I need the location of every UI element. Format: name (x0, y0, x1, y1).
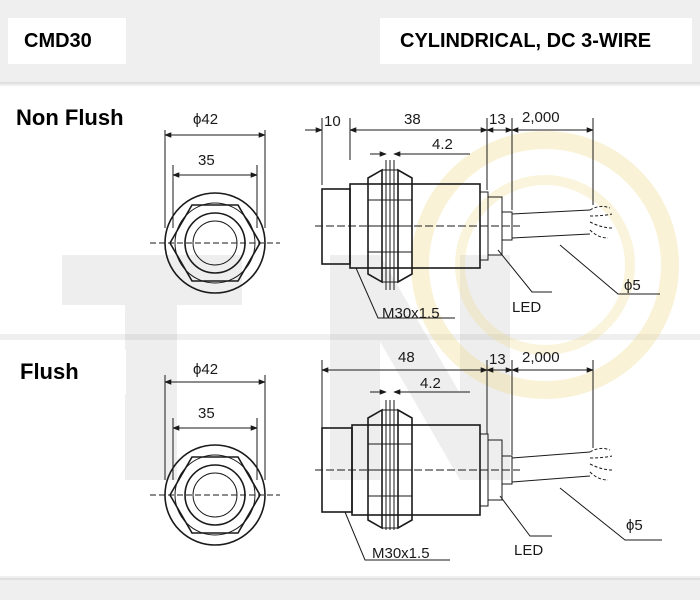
dim-inner-diameter: 35 (198, 405, 215, 422)
led-label: LED (512, 299, 541, 316)
dim-cable-length: 2,000 (522, 349, 560, 366)
dim-cable-length: 2,000 (522, 109, 560, 126)
thread-spec-label: M30x1.5 (372, 545, 430, 562)
dim-connector-length: 13 (489, 351, 506, 368)
flush-label: Flush (8, 350, 126, 394)
led-label: LED (514, 542, 543, 559)
dim-nut-thickness: 4.2 (420, 375, 441, 392)
non-flush-label: Non Flush (8, 96, 128, 140)
dim-nut-thickness: 4.2 (432, 136, 453, 153)
dim-connector-length: 13 (489, 111, 506, 128)
cable-diameter-label: ϕ5 (626, 517, 643, 534)
cable-diameter-label: ϕ5 (624, 277, 641, 294)
non-flush-side-view (305, 118, 660, 319)
thread-spec-label: M30x1.5 (382, 305, 440, 322)
divider (0, 578, 700, 580)
type-label: CYLINDRICAL, DC 3-WIRE (380, 18, 692, 64)
dim-inner-diameter: 35 (198, 152, 215, 169)
flush-front-view (150, 375, 280, 546)
model-label: CMD30 (8, 18, 126, 64)
dim-sensing-face-length: 10 (324, 113, 341, 130)
divider (0, 82, 700, 84)
dim-outer-diameter: ϕ42 (193, 111, 218, 128)
dim-body-length: 38 (404, 111, 421, 128)
dim-outer-diameter: ϕ42 (193, 361, 218, 378)
non-flush-front-view (150, 130, 280, 294)
dim-body-length: 48 (398, 349, 415, 366)
flush-side-view (315, 360, 662, 561)
